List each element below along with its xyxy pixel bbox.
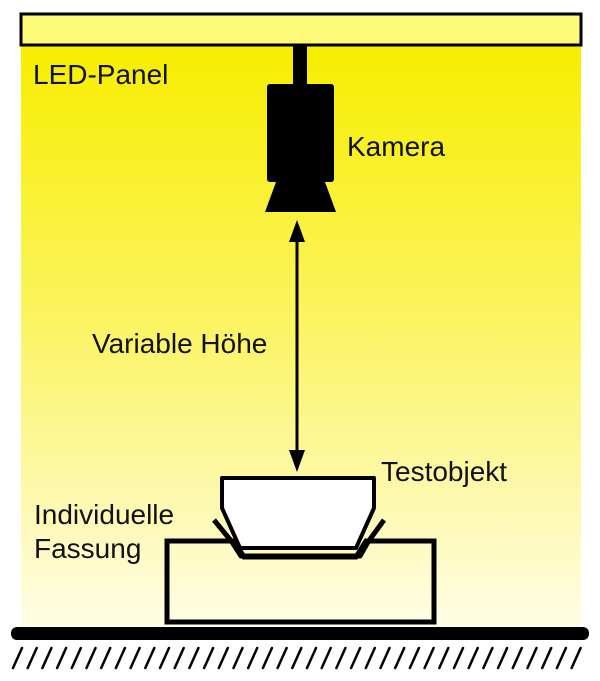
holder-label-line2: Fassung: [34, 533, 142, 564]
hatch-stroke: [202, 646, 215, 670]
hatch-stroke: [379, 646, 391, 670]
hatch-stroke: [276, 646, 288, 670]
hatch-stroke: [496, 646, 509, 670]
ground-hatching: [11, 646, 582, 670]
hatch-stroke: [26, 646, 38, 670]
hatch-stroke: [482, 646, 494, 670]
hatch-stroke: [158, 646, 171, 670]
hatch-stroke: [55, 646, 68, 670]
hatch-stroke: [246, 646, 259, 670]
hatch-stroke: [291, 646, 303, 670]
hatch-stroke: [467, 646, 479, 670]
hatch-stroke: [11, 646, 24, 670]
height-arrow-head-up: [289, 220, 305, 242]
hatch-stroke: [364, 646, 377, 670]
hatch-stroke: [511, 646, 524, 670]
hatch-stroke: [232, 646, 244, 670]
camera-body: [267, 84, 334, 182]
hatch-stroke: [452, 646, 465, 670]
ground-line: [11, 627, 589, 640]
hatch-stroke: [423, 646, 435, 670]
hatch-stroke: [70, 646, 83, 670]
hatch-stroke: [114, 646, 127, 670]
variable-height-label: Variable Höhe: [92, 328, 268, 359]
holder-label-line1: Individuelle: [34, 499, 175, 530]
hatch-stroke: [408, 646, 421, 670]
led-panel-label: LED-Panel: [33, 59, 169, 90]
hatch-stroke: [173, 646, 185, 670]
hatch-stroke: [349, 646, 362, 670]
camera-label: Kamera: [347, 131, 446, 162]
hatch-stroke: [335, 646, 347, 670]
hatch-stroke: [305, 646, 318, 670]
hatch-stroke: [129, 646, 141, 670]
hatch-stroke: [555, 646, 568, 670]
hatch-stroke: [85, 646, 97, 670]
hatch-stroke: [570, 646, 582, 670]
hatch-stroke: [438, 646, 450, 670]
height-arrow-head-down: [289, 450, 305, 472]
hatch-stroke: [393, 646, 406, 670]
camera-mount: [293, 45, 307, 85]
hatch-stroke: [188, 646, 200, 670]
holder-cradle: [212, 518, 387, 559]
test-object: [220, 476, 376, 550]
test-object-label: Testobjekt: [381, 456, 508, 487]
hatch-stroke: [526, 646, 538, 670]
hatch-stroke: [540, 646, 553, 670]
hatch-stroke: [261, 646, 274, 670]
hatch-stroke: [99, 646, 112, 670]
hatch-stroke: [217, 646, 230, 670]
hatch-stroke: [320, 646, 332, 670]
hatch-stroke: [41, 646, 53, 670]
holder-label: Individuelle Fassung: [34, 498, 174, 566]
camera-lens: [265, 182, 336, 212]
led-panel: [19, 12, 583, 47]
hatch-stroke: [144, 646, 156, 670]
